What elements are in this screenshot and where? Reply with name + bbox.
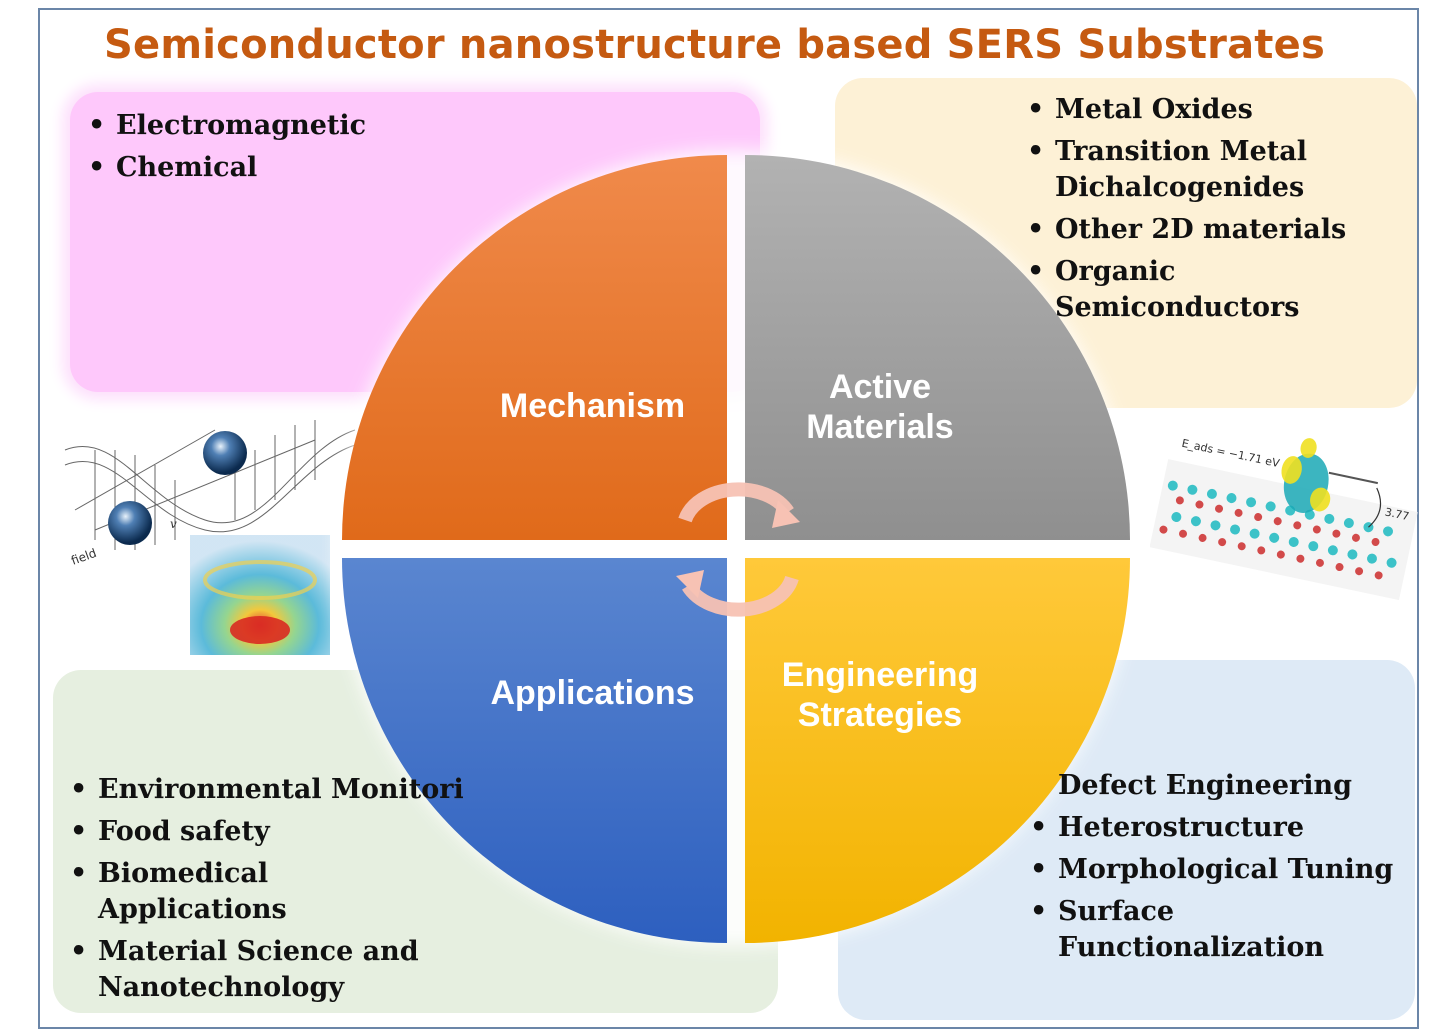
list-item: Material Science and Nanotechnology bbox=[70, 934, 430, 1006]
dipole-charge-top bbox=[203, 431, 247, 475]
materials-list: Metal Oxides Transition Metal Dichalcoge… bbox=[1027, 92, 1407, 332]
cycle-arrows-icon bbox=[678, 482, 799, 617]
mechanism-label: Mechanism bbox=[470, 386, 715, 426]
list-item: Organic Semiconductors bbox=[1027, 254, 1407, 326]
engineering-label-line2: Strategies bbox=[797, 696, 963, 734]
active-materials-label-line1: Active bbox=[828, 368, 932, 406]
list-item: Food safety bbox=[70, 814, 430, 850]
quadrant-mechanism bbox=[342, 155, 727, 540]
mechanism-label-text: Mechanism bbox=[499, 387, 686, 425]
mechanism-list: Electromagnetic Chemical bbox=[88, 108, 366, 192]
applications-label: Applications bbox=[470, 673, 715, 713]
figure-title: Semiconductor nanostructure based SERS S… bbox=[104, 22, 1325, 68]
list-item-line1: Surface bbox=[1058, 896, 1175, 927]
list-item-line2: Nanotechnology bbox=[98, 972, 345, 1003]
list-item: Biomedical Applications bbox=[70, 856, 430, 928]
applications-list: Environmental Monitoring Food safety Bio… bbox=[70, 772, 463, 1012]
engineering-list: Defect Engineering Heterostructure Morph… bbox=[1030, 768, 1400, 972]
engineering-label-line1: Engineering bbox=[781, 656, 979, 694]
list-item-line2: Dichalcogenides bbox=[1055, 172, 1305, 203]
quadrant-applications bbox=[342, 558, 727, 943]
list-item: Heterostructure bbox=[1030, 810, 1400, 846]
list-item-line1: Transition Metal bbox=[1055, 136, 1307, 167]
list-item: Chemical bbox=[88, 150, 366, 186]
quadrant-active-materials bbox=[745, 155, 1130, 540]
list-item: Transition Metal Dichalcogenides bbox=[1027, 134, 1407, 206]
list-item: Electromagnetic bbox=[88, 108, 366, 144]
list-item: Other 2D materials bbox=[1027, 212, 1407, 248]
adsorbed-molecule bbox=[1281, 438, 1379, 513]
applications-label-text: Applications bbox=[490, 674, 695, 712]
distance-label: 3.77 bbox=[1384, 505, 1411, 523]
list-item: Metal Oxides bbox=[1027, 92, 1407, 128]
quadrant-engineering bbox=[745, 558, 1130, 943]
active-materials-label-line2: Materials bbox=[806, 408, 954, 446]
list-item: Environmental Monitoring bbox=[70, 772, 463, 808]
list-item: Defect Engineering bbox=[1058, 770, 1353, 801]
dipole-illustration: field v bbox=[64, 420, 356, 655]
list-item-line1: Material Science and bbox=[98, 936, 419, 967]
v-label: v bbox=[170, 517, 177, 531]
list-item-line2: Functionalization bbox=[1058, 932, 1324, 963]
list-item: Morphological Tuning bbox=[1030, 852, 1400, 888]
engineering-label: Engineering Strategies bbox=[755, 655, 1005, 735]
dipole-charge-bottom bbox=[108, 501, 152, 545]
adsorption-illustration: E_ads = −1.71 eV 3.77 bbox=[1150, 437, 1418, 601]
active-materials-label: Active Materials bbox=[770, 367, 990, 447]
list-item: Surface Functionalization bbox=[1030, 894, 1400, 966]
lattice-atoms bbox=[1159, 480, 1397, 580]
